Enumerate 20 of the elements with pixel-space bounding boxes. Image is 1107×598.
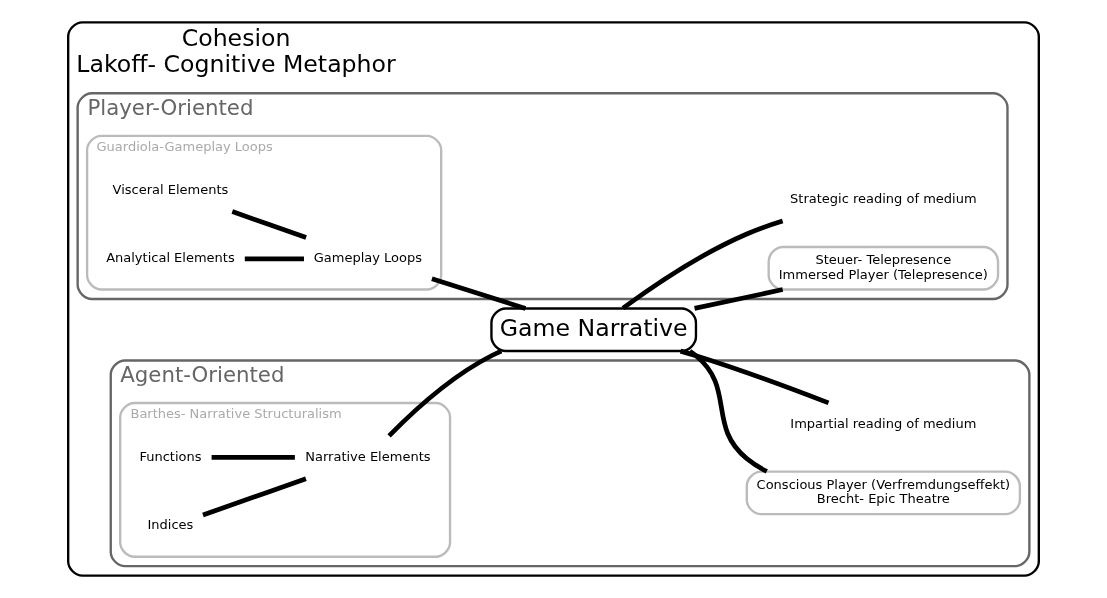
connector [387, 348, 503, 438]
connector [688, 349, 768, 474]
connector [679, 348, 830, 406]
connector [202, 476, 307, 518]
node-text: Narrative Elements [305, 448, 431, 464]
node-box: Steuer- Telepresence Immersed Player (Telepresence) [767, 245, 1000, 291]
node-text: Gameplay Loops [313, 250, 423, 266]
node-text: Impartial reading of medium [790, 415, 977, 431]
connector [211, 455, 295, 460]
node-text: Analytical Elements [106, 250, 235, 266]
node-box: Game Narrative [490, 307, 698, 353]
connector [621, 218, 784, 311]
connector [431, 276, 527, 311]
connector [244, 256, 304, 262]
node-text: Indices [147, 517, 194, 533]
node-box: Conscious Player (Verfremdungseffekt) Brecht- Epic Theatre [745, 470, 1022, 516]
node-text: Functions [139, 448, 202, 464]
node-text: Visceral Elements [112, 181, 229, 197]
connector [231, 209, 307, 240]
node-text: Strategic reading of medium [790, 191, 977, 206]
